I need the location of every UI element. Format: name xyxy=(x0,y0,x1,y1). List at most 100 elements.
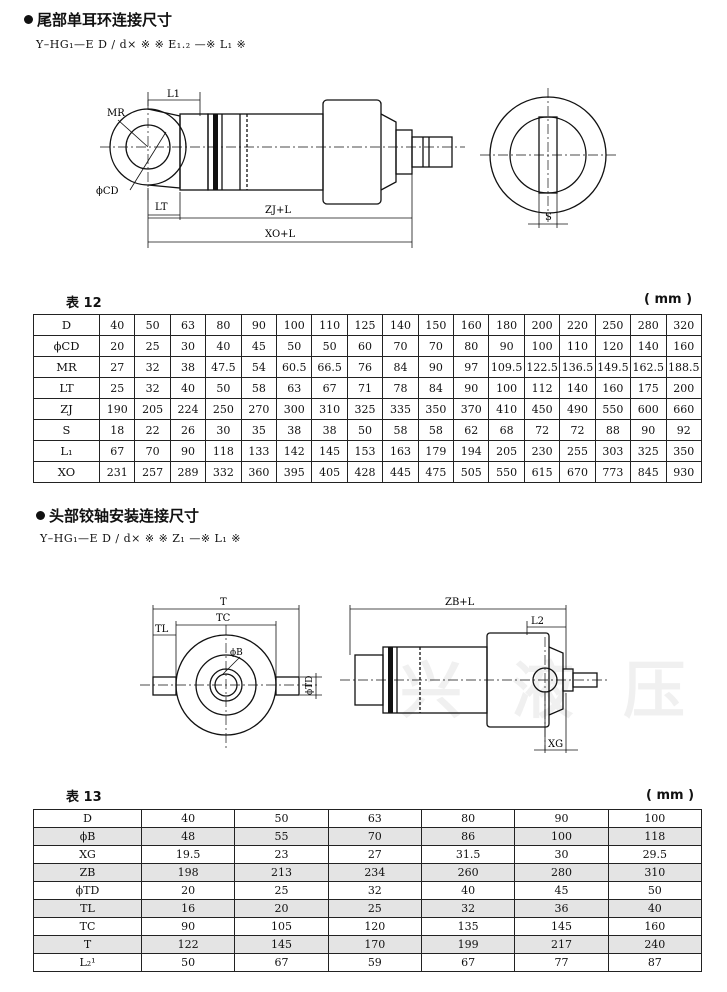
table13-cell: 16 xyxy=(140,899,236,918)
table12-cell: 188.5 xyxy=(665,356,702,378)
table12-cell: 25 xyxy=(134,335,171,357)
table12-cell: 145 xyxy=(311,440,348,462)
table13-cell: 90 xyxy=(514,809,609,828)
dim-lt-label: LT xyxy=(155,202,168,213)
table12-cell: 67 xyxy=(311,377,348,399)
table12-cell: 335 xyxy=(382,398,419,420)
table12-cell: 600 xyxy=(630,398,667,420)
table12-cell: 205 xyxy=(488,440,525,462)
table12-cell: 58 xyxy=(382,419,419,441)
table13-cell: 70 xyxy=(327,827,422,846)
table12-cell: 332 xyxy=(205,461,242,483)
head-trunnion-drawing: T TC TL ϕB ϕTD ZB+L L2 XG xyxy=(140,597,610,753)
dim-tl-label: TL xyxy=(155,624,169,635)
table12-cell: 76 xyxy=(346,356,384,378)
table12-cell: 550 xyxy=(594,398,632,420)
table12-cell: 30 xyxy=(169,335,207,357)
table13-cell: 160 xyxy=(607,917,703,936)
dim-b-label: ϕB xyxy=(230,648,243,658)
table12-cell: 26 xyxy=(169,419,207,441)
table12-cell: 50 xyxy=(311,335,348,357)
table12-cell: 230 xyxy=(523,440,561,462)
table12-cell: 162.5 xyxy=(630,356,667,378)
table12-cell: 160 xyxy=(665,335,702,357)
table13-cell: 120 xyxy=(327,917,422,936)
table13-cell: 199 xyxy=(420,935,516,954)
table12-cell: 395 xyxy=(276,461,313,483)
table13-cell: 310 xyxy=(607,863,703,882)
table12-row-header: LT xyxy=(33,377,100,399)
table13-cell: 50 xyxy=(607,881,703,900)
dim-t-label: T xyxy=(220,597,227,608)
section2-heading: 头部铰轴安装连接尺寸 xyxy=(36,505,199,526)
table12-cell: 410 xyxy=(488,398,525,420)
table12-cell: 325 xyxy=(346,398,384,420)
table12-unit: ( mm ) xyxy=(644,292,693,307)
table13-cell: 67 xyxy=(234,953,329,972)
table12-cell: 22 xyxy=(134,419,171,441)
table12-cell: 149.5 xyxy=(594,356,632,378)
table12-cell: 71 xyxy=(346,377,384,399)
table13-row-header: TC xyxy=(33,917,142,936)
table13-cell: 50 xyxy=(140,953,236,972)
table12-cell: 133 xyxy=(240,440,278,462)
table12-cell: 25 xyxy=(98,377,136,399)
table12-cell: 280 xyxy=(630,314,667,336)
table12-cell: 67 xyxy=(98,440,136,462)
table13-cell: 105 xyxy=(234,917,329,936)
table13-cell: 20 xyxy=(234,899,329,918)
table12-cell: 80 xyxy=(453,335,490,357)
table13-cell: 135 xyxy=(420,917,516,936)
table12-cell: 84 xyxy=(382,356,419,378)
table13-cell: 280 xyxy=(514,863,609,882)
table12-cell: 310 xyxy=(311,398,348,420)
table13-cell: 80 xyxy=(420,809,516,828)
section1-heading: 尾部单耳环连接尺寸 xyxy=(24,9,172,30)
table12-cell: 205 xyxy=(134,398,171,420)
section1-model-code: Y–HG₁—E D / d× ※ ※ E₁.₂ —※ L₁ ※ xyxy=(36,38,247,51)
table12-cell: 320 xyxy=(665,314,702,336)
table12-cell: 660 xyxy=(665,398,702,420)
table13-cell: 32 xyxy=(327,881,422,900)
table12-cell: 38 xyxy=(311,419,348,441)
table12-cell: 58 xyxy=(417,419,455,441)
table13-row-header: L₂¹ xyxy=(33,953,142,972)
table13-cell: 234 xyxy=(327,863,422,882)
table12-cell: 90 xyxy=(630,419,667,441)
table12-cell: 62 xyxy=(453,419,490,441)
table13-cell: 77 xyxy=(514,953,609,972)
table12-cell: 175 xyxy=(630,377,667,399)
table12-cell: 505 xyxy=(453,461,490,483)
table12-row-header: MR xyxy=(33,356,100,378)
bullet-icon xyxy=(36,511,45,520)
table12-cell: 160 xyxy=(453,314,490,336)
table12-cell: 200 xyxy=(523,314,561,336)
table12-cell: 163 xyxy=(382,440,419,462)
table13-label: 表 13 xyxy=(66,790,102,805)
table13-cell: 260 xyxy=(420,863,516,882)
table12-row-header: ϕCD xyxy=(33,335,100,357)
table12-cell: 150 xyxy=(417,314,455,336)
table12-cell: 160 xyxy=(594,377,632,399)
section2-heading-text: 头部铰轴安装连接尺寸 xyxy=(49,507,200,525)
table13-cell: 25 xyxy=(327,899,422,918)
table13-cell: 86 xyxy=(420,827,516,846)
table12-cell: 300 xyxy=(276,398,313,420)
rear-single-ear-drawing: MR ϕCD L1 LT ZJ+L XO+L S xyxy=(96,88,616,248)
dim-td-label: ϕTD xyxy=(305,676,315,695)
table12-cell: 68 xyxy=(488,419,525,441)
table12-cell: 140 xyxy=(382,314,419,336)
table13-cell: 55 xyxy=(234,827,329,846)
dim-tc-label: TC xyxy=(216,613,231,624)
table12-cell: 90 xyxy=(453,377,490,399)
table12-cell: 190 xyxy=(98,398,136,420)
table12-cell: 257 xyxy=(134,461,171,483)
bullet-icon xyxy=(24,15,33,24)
